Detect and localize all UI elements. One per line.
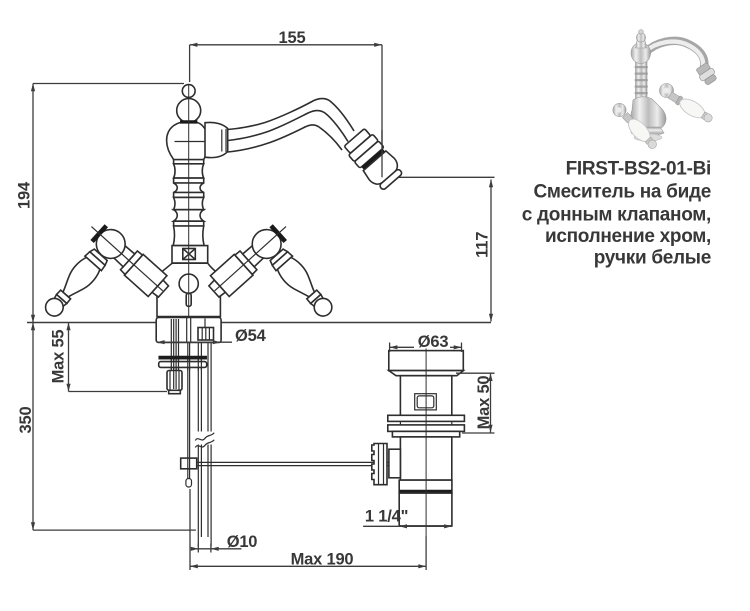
svg-text:Смеситель на биде: Смеситель на биде <box>533 182 711 203</box>
svg-text:1 1/4": 1 1/4" <box>365 507 408 525</box>
svg-text:Max 55: Max 55 <box>50 330 68 384</box>
svg-text:ручки белые: ручки белые <box>594 248 711 269</box>
svg-text:155: 155 <box>279 29 306 47</box>
svg-text:Max 50: Max 50 <box>475 376 493 430</box>
svg-text:Max 190: Max 190 <box>291 551 354 569</box>
svg-text:с донным клапаном,: с донным клапаном, <box>522 205 711 226</box>
svg-text:Ø63: Ø63 <box>418 333 449 351</box>
svg-text:Ø10: Ø10 <box>227 533 258 551</box>
svg-text:Ø54: Ø54 <box>235 327 267 345</box>
svg-text:FIRST-BS2-01-Bi: FIRST-BS2-01-Bi <box>566 159 711 180</box>
svg-text:194: 194 <box>16 181 34 209</box>
svg-text:350: 350 <box>17 407 35 434</box>
svg-text:исполнение хром,: исполнение хром, <box>545 226 711 247</box>
svg-text:117: 117 <box>474 232 492 258</box>
